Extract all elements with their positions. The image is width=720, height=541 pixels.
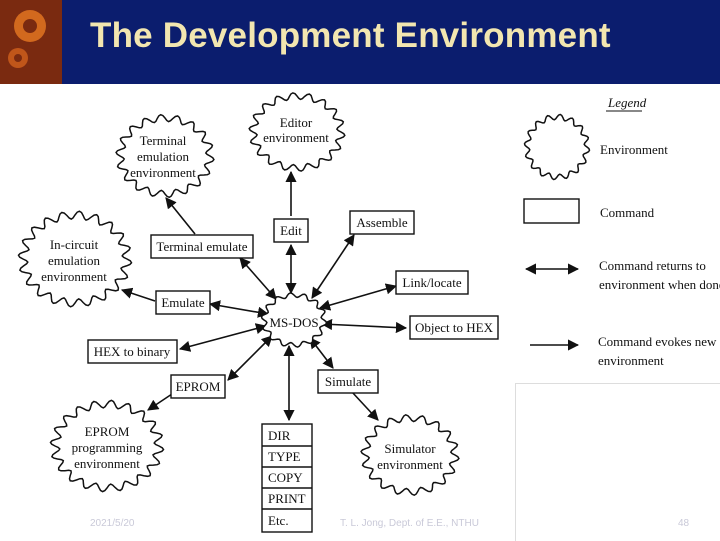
link-locate-command-label: Link/locate [402,275,461,290]
arrow-dos-objhex [320,318,408,334]
terminal-emulate-command-label: Terminal emulate [156,239,247,254]
msdos-blob [260,292,328,348]
dos-command-dir: DIR [268,428,291,443]
incircuit-environment-blob [17,210,133,308]
simulate-command-label: Simulate [325,374,371,389]
arrow-dos-link [318,283,398,311]
arrow-eprom-to-env [147,393,173,411]
arrow-dos-terminal [239,257,277,300]
simulator-environment-blob [360,413,460,497]
hex-to-binary-command-label: HEX to binary [94,344,171,359]
dos-command-type: TYPE [268,449,301,464]
edit-command-label: Edit [280,223,302,238]
arrow-dos-assemble [311,234,355,299]
page-title: The Development Environment [90,16,611,55]
emulate-command-box [155,290,211,315]
arrow-dos-hexbin [178,323,268,352]
msdos-label: MS-DOS [269,315,318,330]
footer-date: 2021/5/20 [90,518,135,529]
dos-command-etc: Etc. [268,513,289,528]
editor-environment-blob [248,92,346,172]
blank-panel [515,383,720,541]
arrow-dos-emulate [208,300,270,318]
hex-to-binary-command-box [87,339,178,364]
assemble-command-label: Assemble [356,215,408,230]
dos-command-print: PRINT [268,491,306,506]
object-to-hex-command-label: Object to HEX [415,320,494,335]
assemble-command-box [349,210,415,235]
footer-page-number: 48 [678,518,690,529]
footer-author: T. L. Jong, Dept. of E.E., NTHU [340,518,479,529]
legend-environment-blob [523,113,591,181]
terminal-environment-blob [115,113,215,199]
eprom-environment-blob [49,399,165,493]
simulate-command-box [317,369,379,394]
eprom-command-label: EPROM [176,379,221,394]
arrow-dos-eprom [227,335,273,381]
arrow-simulate-to-simulator [351,391,379,421]
title-bar: The Development Environment [0,0,720,84]
terminal-emulate-command-box [150,234,254,259]
legend-command-label: Command [600,205,655,220]
dos-commands-box [261,423,313,533]
emulate-command-label: Emulate [161,295,205,310]
eprom-command-box [170,374,226,399]
gear-icon [8,10,46,68]
arrow-terminal-to-env [165,197,196,235]
dos-command-copy: COPY [268,470,303,485]
arrow-emulate-to-incircuit [120,287,156,302]
link-locate-command-box [395,270,469,295]
edit-command-box [273,218,309,243]
gear-logo [0,0,62,84]
legend-title: Legend [607,95,647,110]
arrow-dos-simulate [309,337,334,369]
legend: Legend Environment Command Command retur… [523,95,720,368]
legend-environment-label: Environment [600,142,668,157]
legend-command-box [523,198,580,224]
object-to-hex-command-box [409,315,499,340]
